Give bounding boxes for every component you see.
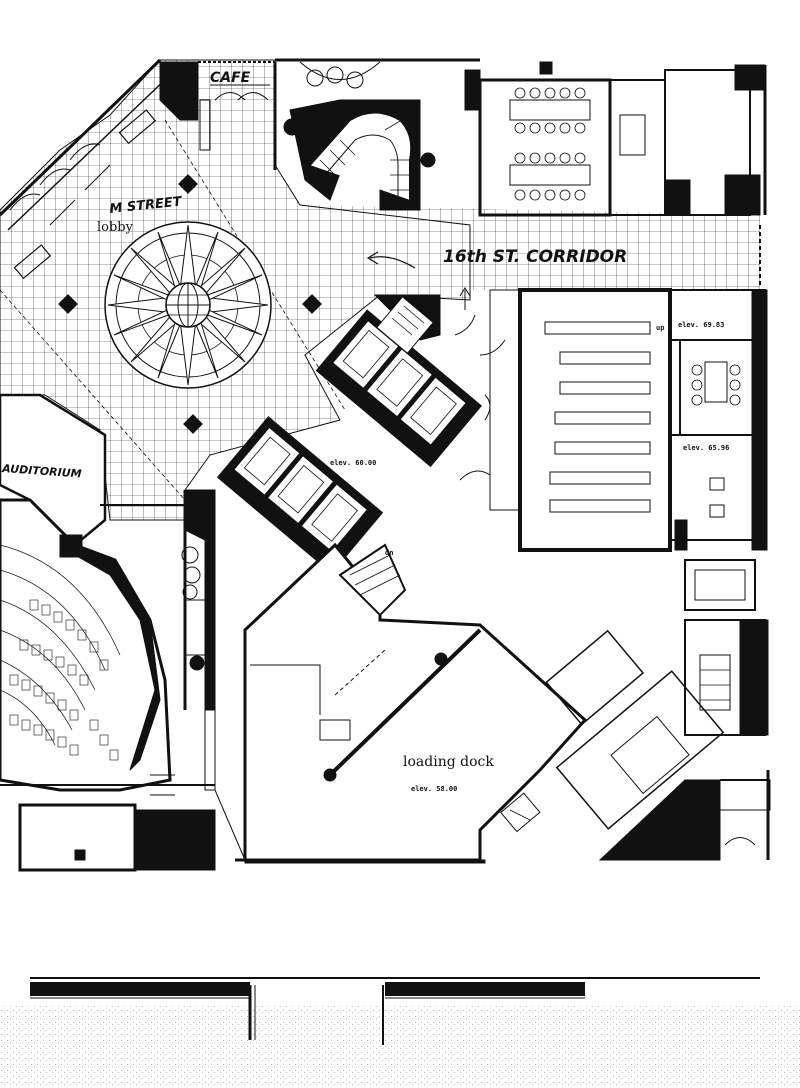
- corridor-label: 16th ST. CORRIDOR: [443, 247, 627, 267]
- lobby-label: lobby: [97, 220, 134, 235]
- right-rooms: [489, 288, 771, 860]
- auditorium: [0, 393, 172, 792]
- lobby-facade: [0, 58, 171, 280]
- auditorium-label: AUDITORIUM: [1, 462, 82, 481]
- cafe-area: [159, 61, 277, 170]
- dn-label: dn: [385, 549, 393, 557]
- elev-upper-label: elev. 69.83: [678, 321, 724, 329]
- plan-labels: CAFE M STREET lobby 16th ST. CORRIDOR AU…: [1, 70, 730, 793]
- elev-mid-label: elev. 65.96: [683, 444, 729, 452]
- bottom-band: [0, 977, 800, 1088]
- elev-lobby-label: elev. 60.00: [330, 459, 376, 467]
- loading-dock: [214, 542, 768, 864]
- compass-rose: [104, 221, 272, 389]
- stair-upper: [373, 294, 506, 481]
- lower-left-walls: [0, 489, 216, 872]
- lobby-diamonds: [58, 174, 322, 434]
- up-label: up: [656, 324, 664, 332]
- loading-dock-label: loading dock: [403, 754, 494, 770]
- top-rooms: [275, 58, 767, 217]
- elevator-core-lower: [216, 416, 384, 574]
- cafe-label: CAFE: [210, 70, 251, 86]
- corridor-markings: [366, 225, 761, 310]
- elevator-core-upper: [315, 309, 482, 468]
- elev-dock-label: elev. 58.00: [411, 785, 457, 793]
